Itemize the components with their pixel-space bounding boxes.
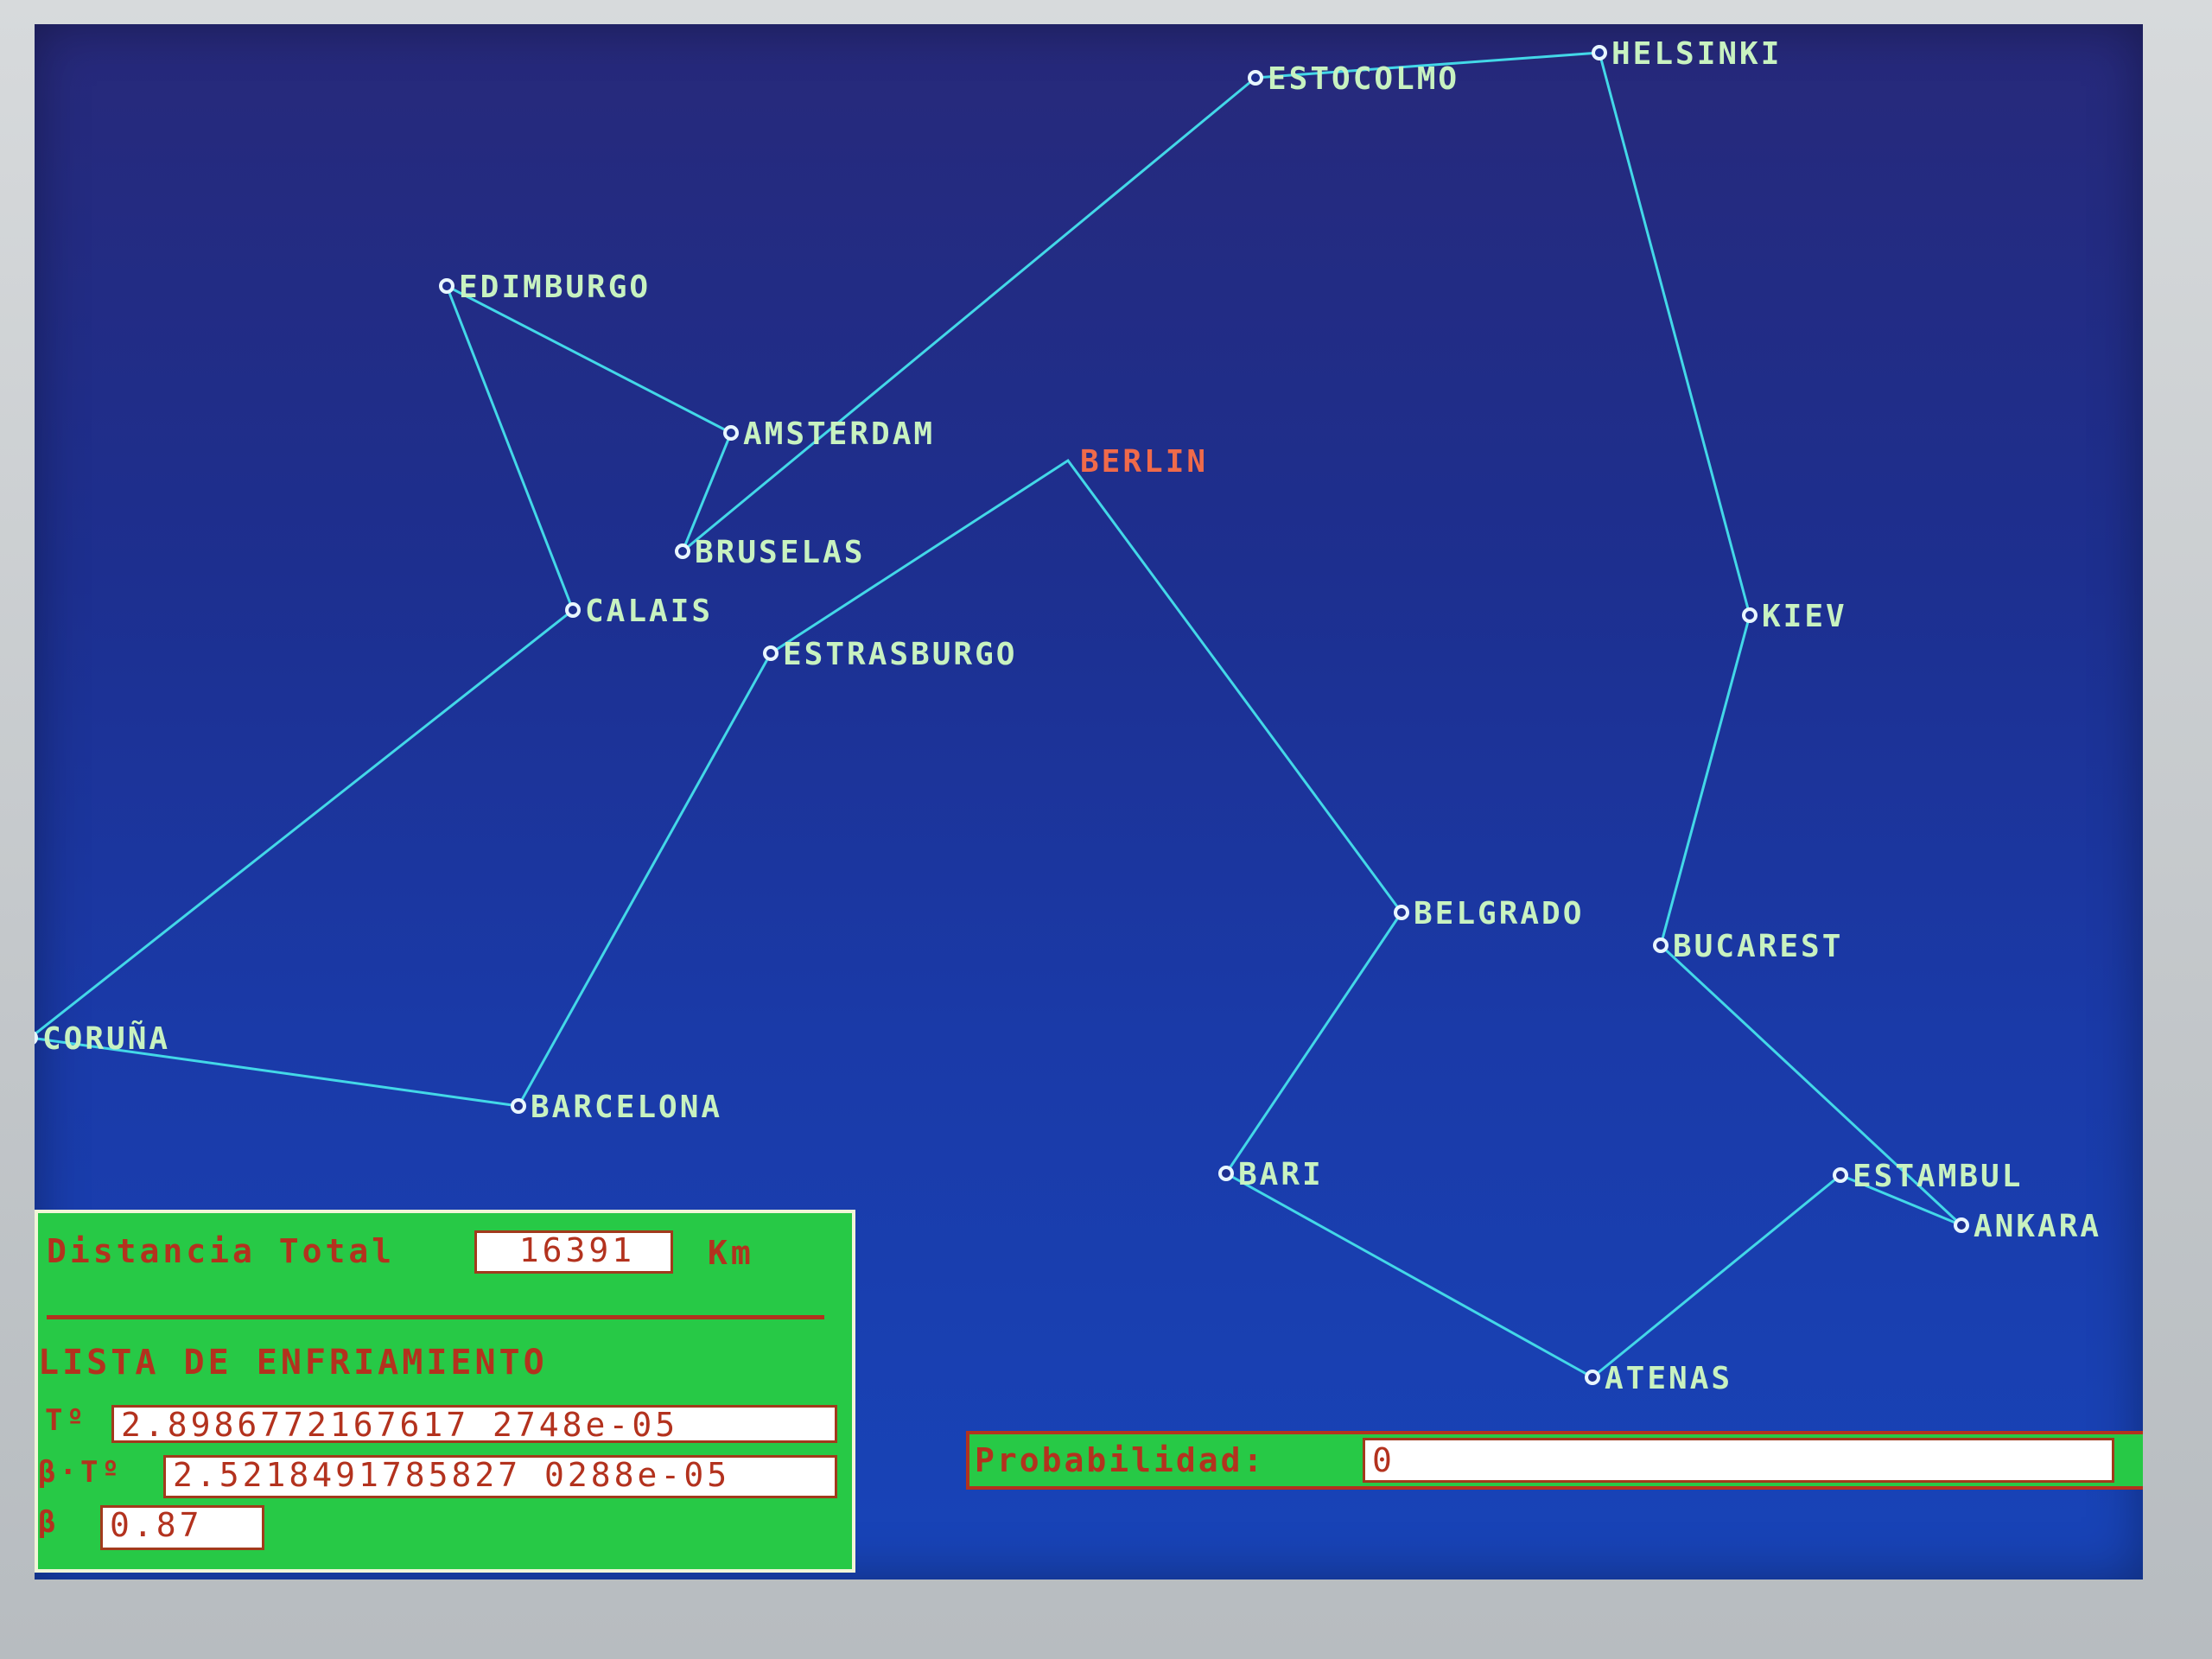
city-bruselas[interactable]: BRUSELAS [675,535,865,570]
city-atenas[interactable]: ATENAS [1585,1361,1732,1396]
distance-total-field[interactable]: 16391 [474,1230,673,1274]
city-label: BELGRADO [1414,896,1584,931]
city-label: BARCELONA [531,1090,722,1125]
route-map: ESTOCOLMO HELSINKI EDIMBURGO AMSTERDAM BERLI… [35,36,2101,1396]
city-marker-icon [511,1098,526,1114]
city-marker-icon [1954,1217,1969,1233]
distance-panel: Distancia Total 16391 Km LISTA DE ENFRIA… [35,1210,855,1573]
city-marker-icon [565,602,581,618]
app-screen: ESTOCOLMO HELSINKI EDIMBURGO AMSTERDAM BERLI… [35,24,2143,1580]
city-marker-icon [1248,70,1263,86]
city-belgrado[interactable]: BELGRADO [1394,896,1584,931]
city-label: CORUÑA [42,1020,170,1057]
city-estambul[interactable]: ESTAMBUL [1833,1159,2023,1194]
city-coruna[interactable]: CORUÑA [35,1020,170,1057]
city-marker-icon [723,425,739,441]
city-marker-icon [1742,607,1758,623]
city-bucarest[interactable]: BUCAREST [1653,929,1843,964]
city-label: HELSINKI [1611,36,1782,72]
probability-field[interactable]: 0 [1363,1438,2114,1483]
city-marker-icon [763,645,779,661]
city-ankara[interactable]: ANKARA [1954,1209,2101,1244]
city-label: BRUSELAS [695,535,865,570]
city-label: BARI [1238,1157,1324,1192]
city-label: ESTAMBUL [1853,1159,2023,1194]
temperature-label: Tº [45,1403,87,1438]
city-marker-icon [1585,1370,1600,1385]
city-amsterdam[interactable]: AMSTERDAM [723,416,935,452]
distance-total-label: Distancia Total [47,1232,396,1270]
city-marker-icon [439,278,454,294]
city-label: ESTOCOLMO [1268,61,1459,97]
city-edimburgo[interactable]: EDIMBURGO [439,270,651,305]
cooling-list-title: LISTA DE ENFRIAMIENTO [38,1343,548,1382]
beta-temperature-field[interactable]: 2.5218491785827 0288e-05 [163,1455,837,1498]
city-marker-icon [1833,1167,1848,1183]
beta-label: β [38,1505,60,1540]
city-label: BUCAREST [1673,929,1843,964]
city-label: ANKARA [1974,1209,2101,1244]
city-kiev[interactable]: KIEV [1742,599,1847,634]
city-marker-icon [1218,1166,1234,1181]
city-marker-icon [675,543,690,559]
city-marker-icon [35,1031,38,1045]
city-estrasburgo[interactable]: ESTRASBURGO [763,637,1017,672]
city-bari[interactable]: BARI [1218,1157,1324,1192]
beta-temperature-label: β·Tº [38,1455,123,1490]
city-calais[interactable]: CALAIS [565,594,713,629]
panel-divider [47,1315,824,1319]
distance-unit-label: Km [708,1234,754,1272]
beta-field[interactable]: 0.87 [100,1505,264,1550]
city-estocolmo[interactable]: ESTOCOLMO [1248,61,1459,97]
city-marker-icon [1592,45,1607,60]
probability-panel: Probabilidad: 0 [966,1431,2143,1490]
city-label: ESTRASBURGO [783,637,1017,672]
city-label: CALAIS [585,594,713,629]
city-berlin[interactable]: BERLIN [1062,444,1208,480]
route-lines [35,51,1963,1379]
city-helsinki[interactable]: HELSINKI [1592,36,1782,72]
city-marker-icon [1394,905,1409,920]
city-label: AMSTERDAM [743,416,935,452]
route-path [35,51,1963,1379]
city-barcelona[interactable]: BARCELONA [511,1090,722,1125]
city-label: EDIMBURGO [459,270,651,305]
probability-label: Probabilidad: [975,1441,1266,1479]
city-markers: ESTOCOLMO HELSINKI EDIMBURGO AMSTERDAM BERLI… [35,36,2101,1396]
temperature-field[interactable]: 2.8986772167617 2748e-05 [111,1405,837,1443]
city-label: ATENAS [1605,1361,1732,1396]
city-label: KIEV [1762,599,1847,634]
city-label: BERLIN [1080,444,1208,480]
city-marker-icon [1653,938,1669,953]
